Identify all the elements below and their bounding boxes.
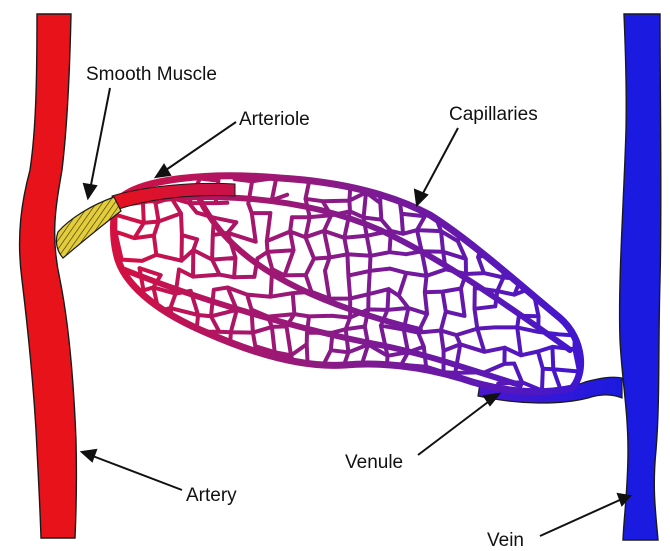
arrow-vein <box>540 499 622 536</box>
label-arteriole: Arteriole <box>239 110 310 129</box>
arrow-capillaries <box>421 128 458 197</box>
label-venule: Venule <box>345 453 403 472</box>
label-smooth-muscle: Smooth Muscle <box>86 65 217 84</box>
arrow-smooth-muscle <box>90 88 110 190</box>
arrow-artery <box>90 455 182 490</box>
arrow-venule <box>418 399 492 455</box>
vein-vessel <box>620 14 661 540</box>
label-artery: Artery <box>186 486 237 505</box>
label-capillaries: Capillaries <box>449 105 538 124</box>
arrow-arteriole <box>163 122 236 172</box>
label-vein: Vein <box>487 531 524 550</box>
artery-vessel <box>20 14 77 538</box>
